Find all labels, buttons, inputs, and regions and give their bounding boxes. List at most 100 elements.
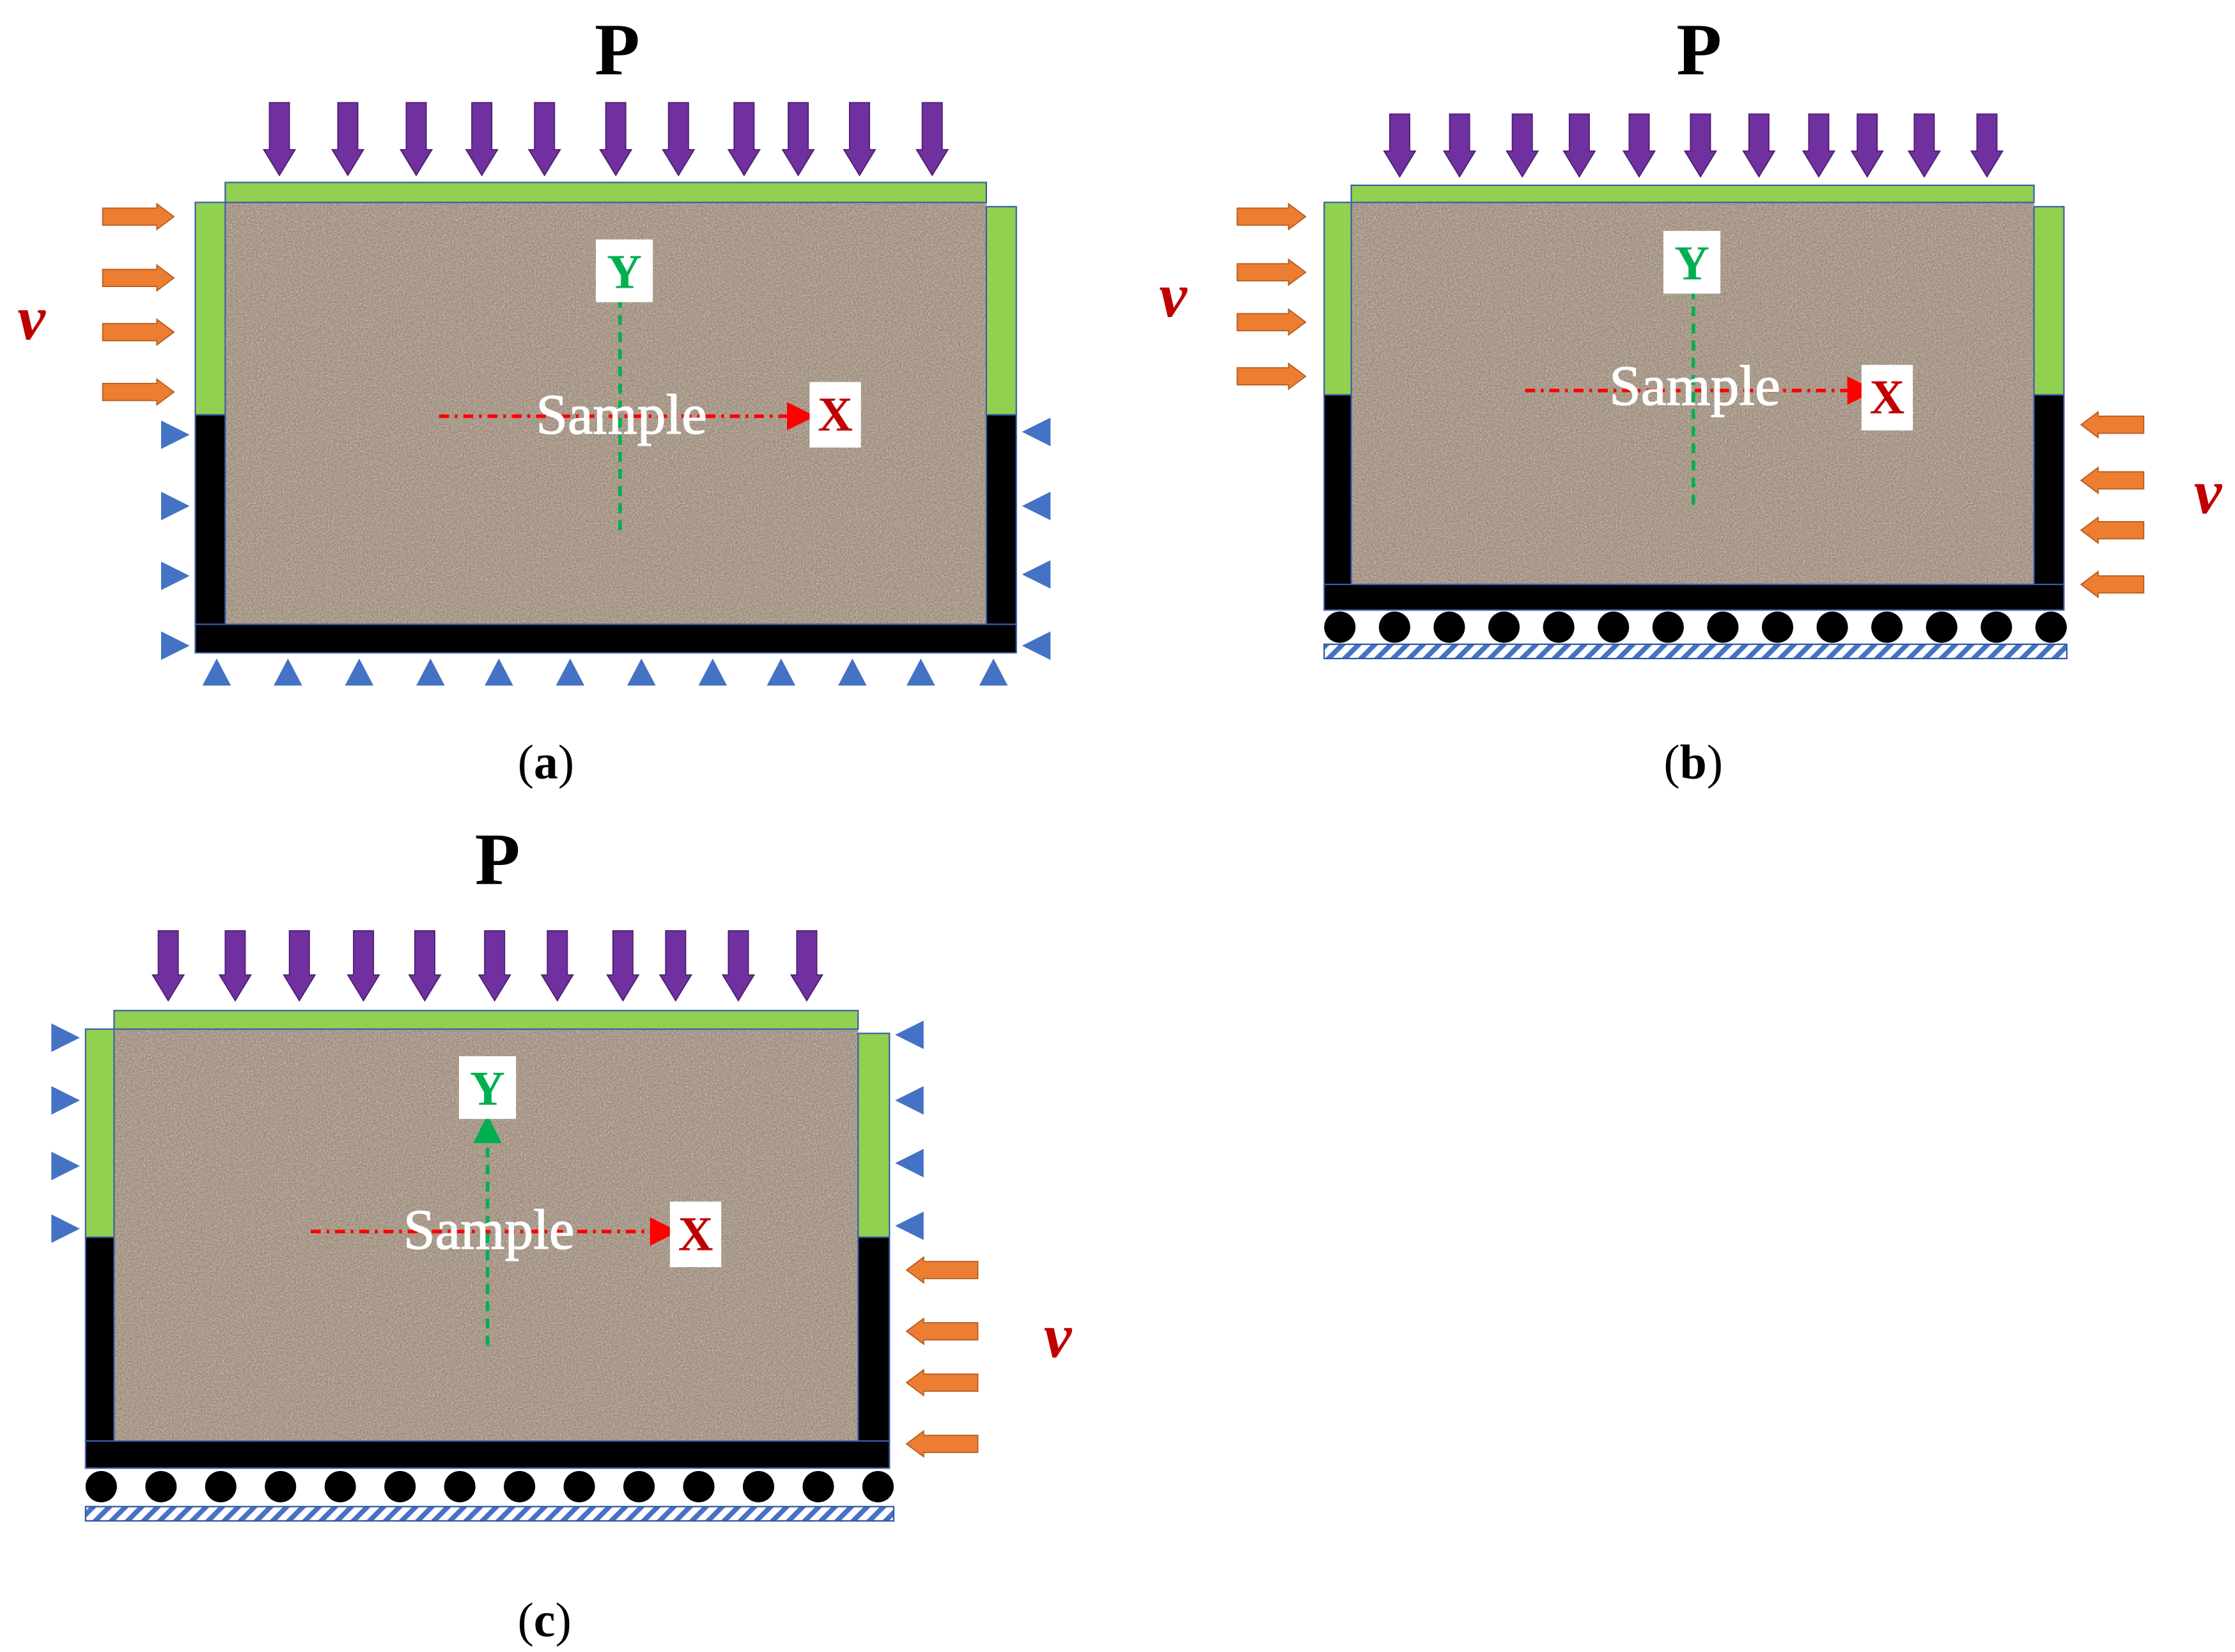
load-arrow bbox=[399, 102, 433, 176]
caption-open-paren: ( bbox=[518, 1593, 534, 1647]
velocity-arrow bbox=[2080, 410, 2145, 439]
y-axis-label-box bbox=[1663, 231, 1721, 294]
y-axis-label-box bbox=[596, 239, 653, 302]
fixed-support-triangle bbox=[51, 1023, 80, 1052]
roller bbox=[742, 1470, 775, 1502]
load-arrow bbox=[465, 102, 499, 176]
load-arrow bbox=[283, 930, 316, 1002]
load-arrow bbox=[218, 930, 253, 1002]
roller bbox=[1543, 611, 1575, 643]
caption-close-paren: ) bbox=[556, 1593, 572, 1647]
fixed-support-triangle bbox=[345, 658, 374, 686]
caption-letter: b bbox=[1680, 735, 1707, 789]
ground-hatch bbox=[84, 1506, 895, 1522]
x-axis-label-box bbox=[809, 382, 861, 448]
roller bbox=[862, 1470, 894, 1502]
right-wall-lower bbox=[985, 414, 1017, 625]
velocity-arrow bbox=[2080, 570, 2145, 598]
left-wall-lower bbox=[84, 1236, 115, 1442]
caption-letter: c bbox=[534, 1593, 556, 1647]
roller bbox=[1926, 611, 1958, 643]
x-axis-label-box bbox=[669, 1201, 722, 1268]
caption-close-paren: ) bbox=[1707, 735, 1723, 789]
load-label: P bbox=[595, 9, 640, 91]
roller bbox=[265, 1470, 297, 1502]
fixed-support-triangle bbox=[1022, 492, 1051, 520]
velocity-label: v bbox=[1044, 1302, 1073, 1371]
velocity-arrow bbox=[2080, 516, 2145, 545]
load-arrow bbox=[1622, 113, 1656, 178]
roller bbox=[1816, 611, 1848, 643]
fixed-support-triangle bbox=[556, 658, 585, 686]
fixed-support-triangle bbox=[161, 631, 190, 660]
caption-close-paren: ) bbox=[558, 735, 574, 789]
velocity-arrow bbox=[102, 263, 175, 292]
y-axis-label: Y bbox=[607, 245, 642, 299]
roller bbox=[1488, 611, 1520, 643]
load-arrow bbox=[915, 102, 949, 176]
fixed-support-triangle bbox=[202, 658, 231, 686]
roller bbox=[1378, 611, 1410, 643]
fixed-support-triangle bbox=[895, 1086, 924, 1115]
load-arrow bbox=[781, 102, 815, 176]
load-arrow bbox=[1506, 113, 1539, 178]
fixed-support-triangle bbox=[51, 1086, 80, 1115]
right-wall-lower bbox=[2033, 394, 2065, 586]
load-label: P bbox=[1676, 9, 1722, 91]
x-axis-label: X bbox=[1870, 371, 1905, 425]
roller bbox=[2035, 611, 2067, 643]
load-arrow bbox=[662, 102, 696, 176]
caption-open-paren: ( bbox=[1663, 735, 1679, 789]
velocity-arrow bbox=[905, 1368, 979, 1397]
load-arrow bbox=[478, 930, 511, 1002]
velocity-arrow bbox=[102, 378, 175, 406]
roller bbox=[683, 1470, 715, 1502]
velocity-arrow bbox=[905, 1256, 979, 1284]
load-arrow bbox=[540, 930, 574, 1002]
velocity-arrow bbox=[102, 318, 175, 347]
roller bbox=[85, 1470, 117, 1502]
roller bbox=[1652, 611, 1684, 643]
y-axis-label-box bbox=[458, 1056, 517, 1119]
x-axis-label: X bbox=[678, 1207, 713, 1261]
fixed-support-triangle bbox=[698, 658, 728, 686]
fixed-support-triangle bbox=[485, 658, 513, 686]
left-wall-upper bbox=[1323, 201, 1352, 396]
base-plate bbox=[194, 623, 1017, 654]
right-wall-lower bbox=[857, 1236, 891, 1442]
roller bbox=[1324, 611, 1356, 643]
velocity-arrow bbox=[102, 203, 175, 231]
velocity-arrow bbox=[1236, 258, 1307, 286]
velocity-label: v bbox=[17, 284, 46, 354]
load-arrow bbox=[658, 930, 692, 1002]
load-arrow bbox=[1850, 113, 1884, 178]
load-arrow bbox=[721, 930, 756, 1002]
right-wall-upper bbox=[2033, 206, 2065, 396]
left-wall-lower bbox=[194, 414, 226, 625]
roller bbox=[802, 1470, 834, 1502]
left-wall-upper bbox=[194, 201, 226, 416]
base-plate bbox=[1323, 583, 2065, 611]
top-loading-plate bbox=[224, 182, 987, 203]
load-arrow bbox=[527, 102, 561, 176]
roller bbox=[1433, 611, 1465, 643]
panel-caption: (a) bbox=[518, 735, 574, 789]
velocity-arrow bbox=[905, 1430, 979, 1458]
roller bbox=[563, 1470, 595, 1502]
load-arrow bbox=[1970, 113, 2004, 178]
right-wall-upper bbox=[857, 1032, 891, 1238]
left-wall-upper bbox=[84, 1028, 115, 1238]
velocity-arrow bbox=[1236, 308, 1307, 336]
load-arrow bbox=[1802, 113, 1836, 178]
fixed-support-triangle bbox=[161, 561, 190, 591]
fixed-support-triangle bbox=[51, 1151, 80, 1181]
load-arrow bbox=[262, 102, 297, 176]
caption-letter: a bbox=[534, 735, 558, 789]
load-arrow bbox=[1742, 113, 1776, 178]
fixed-support-triangle bbox=[907, 658, 935, 686]
load-arrow bbox=[727, 102, 761, 176]
